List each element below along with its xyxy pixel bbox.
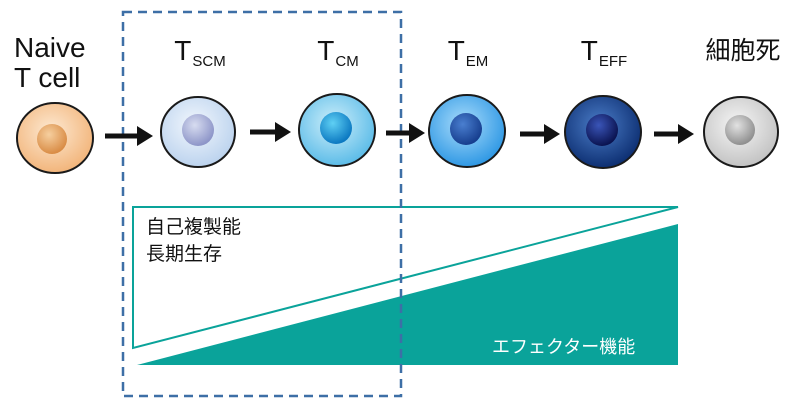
tem-label-sub: EM (465, 53, 489, 70)
tem-label-main: T (447, 35, 465, 66)
tem-label: TEM (436, 36, 500, 77)
effector-function-triangle (137, 224, 678, 365)
dashed-highlight-box (121, 10, 403, 398)
naive-label-line-2: T cell (14, 62, 81, 93)
tscm-cell-icon (160, 96, 236, 168)
tscm-label-main: T (174, 35, 192, 66)
self-renewal-triangle (132, 206, 679, 350)
tcm-label: TCM (306, 36, 370, 77)
tscm-label: TSCM (160, 36, 240, 77)
cell-death-label: 細胞死 (705, 36, 781, 65)
arrow-naive-to-tscm (105, 126, 153, 146)
arrow-tscm-to-tcm (250, 122, 291, 142)
self-renewal-line-1: 自己複製能 (146, 216, 242, 238)
arrow-teff-to-death (654, 124, 694, 144)
teff-cell-icon (564, 95, 642, 169)
self-renewal-label: 自己複製能 長期生存 (146, 214, 241, 268)
naive-t-cell-label: Naive T cell (14, 33, 96, 93)
arrow-tem-to-teff (520, 124, 560, 144)
arrow-tcm-to-tem (386, 123, 425, 143)
naive-label-line-1: Naive (14, 32, 86, 63)
teff-label-sub: EFF (598, 53, 628, 70)
tscm-label-sub: SCM (192, 53, 226, 70)
teff-label-main: T (580, 35, 598, 66)
tcm-label-sub: CM (335, 53, 359, 70)
long-term-survival-line: 長期生存 (146, 243, 223, 265)
tem-cell-icon (428, 94, 506, 168)
tcm-label-main: T (317, 35, 335, 66)
tcm-cell-icon (298, 93, 376, 167)
dead-cell-icon (703, 96, 779, 168)
effector-function-label: エフェクター機能 (492, 337, 636, 358)
naive-t-cell-icon (16, 102, 94, 174)
teff-label: TEFF (568, 36, 640, 77)
